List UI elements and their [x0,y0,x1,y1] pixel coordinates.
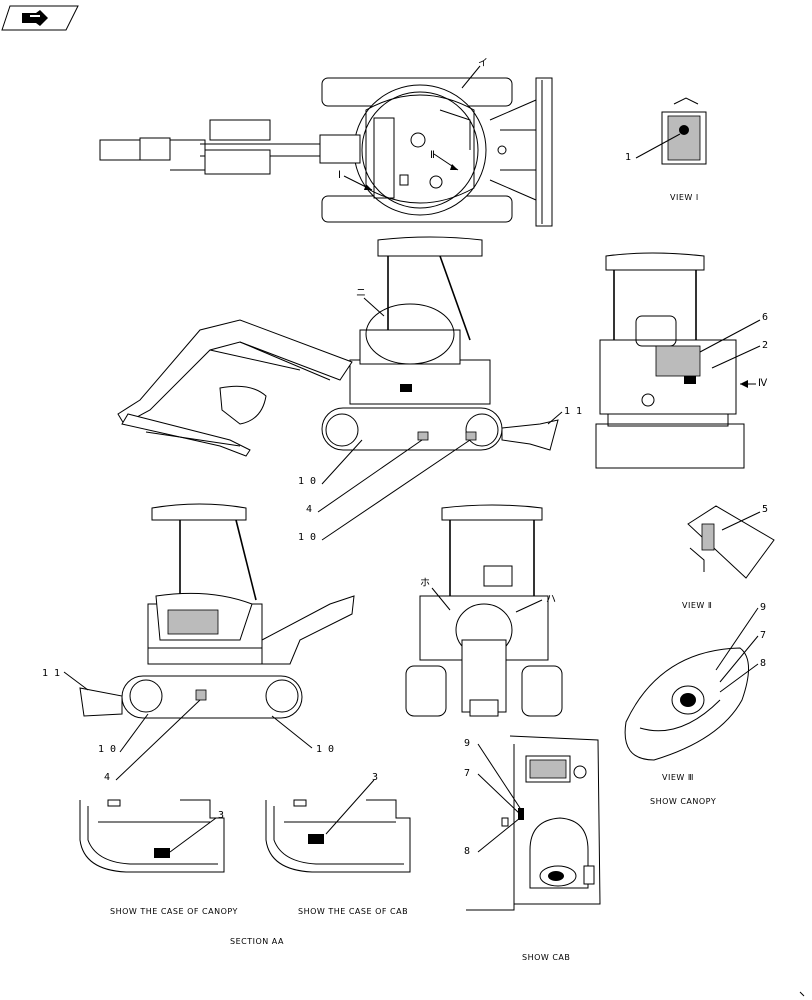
callout-11-upper: 1 1 [564,406,582,417]
callout-ha: ハ [546,594,556,605]
caption-case-cab: SHOW THE CASE OF CAB [298,907,408,916]
caption-show-cab: SHOW CAB [522,953,570,962]
caption-show-canopy: SHOW CANOPY [650,797,716,806]
caption-view-2: VIEW Ⅱ [682,601,712,610]
callout-6: 6 [762,312,768,323]
caption-view-3: VIEW Ⅲ [662,773,694,782]
view-2-drawing [687,505,775,579]
callout-i-top: イ [478,58,488,69]
callout-7-cab: 7 [464,768,470,779]
callout-3-canopy: 3 [218,810,224,821]
arrow-icon[interactable] [1,5,79,31]
callout-11-lower: 1 1 [42,668,60,679]
callout-IV: Ⅳ [758,378,768,389]
show-cab-drawing [466,735,601,911]
caption-view-1: VIEW Ⅰ [670,193,699,202]
side-view-drawing [117,236,559,457]
callout-9-view3: 9 [760,602,766,613]
section-canopy-drawing [79,799,225,873]
callout-2: 2 [762,340,768,351]
callout-5: 5 [762,504,768,515]
callout-4-upper: 4 [306,504,312,515]
view-3-drawing [624,607,759,761]
corner-mark [799,991,805,997]
callout-I-top: Ⅰ [338,170,341,181]
callout-3-cab: 3 [372,772,378,783]
callout-4-lower: 4 [104,772,110,783]
callout-1: 1 [625,152,631,163]
caption-case-canopy: SHOW THE CASE OF CANOPY [110,907,238,916]
callout-ho: ホ [420,577,430,589]
callout-8-view3: 8 [760,658,766,669]
callout-10-lower-a: 1 0 [98,744,116,755]
callout-7-view3: 7 [760,630,766,641]
callout-ii-top: Ⅱ [430,150,435,161]
top-view-drawing [99,65,553,227]
callout-ni: ニ [356,288,366,299]
callout-8-cab: 8 [464,846,470,857]
callout-10-upper-a: 1 0 [298,476,316,487]
section-cab-drawing [265,779,411,873]
left-side-view-drawing [79,503,355,719]
front-view-drawing [405,504,563,717]
view-1-drawing [635,97,707,165]
callout-10-lower-b: 1 0 [316,744,334,755]
caption-section-aa: SECTION AA [230,937,284,946]
callout-10-upper-b: 1 0 [298,532,316,543]
rear-view-drawing [595,252,761,469]
callout-9-cab: 9 [464,738,470,749]
